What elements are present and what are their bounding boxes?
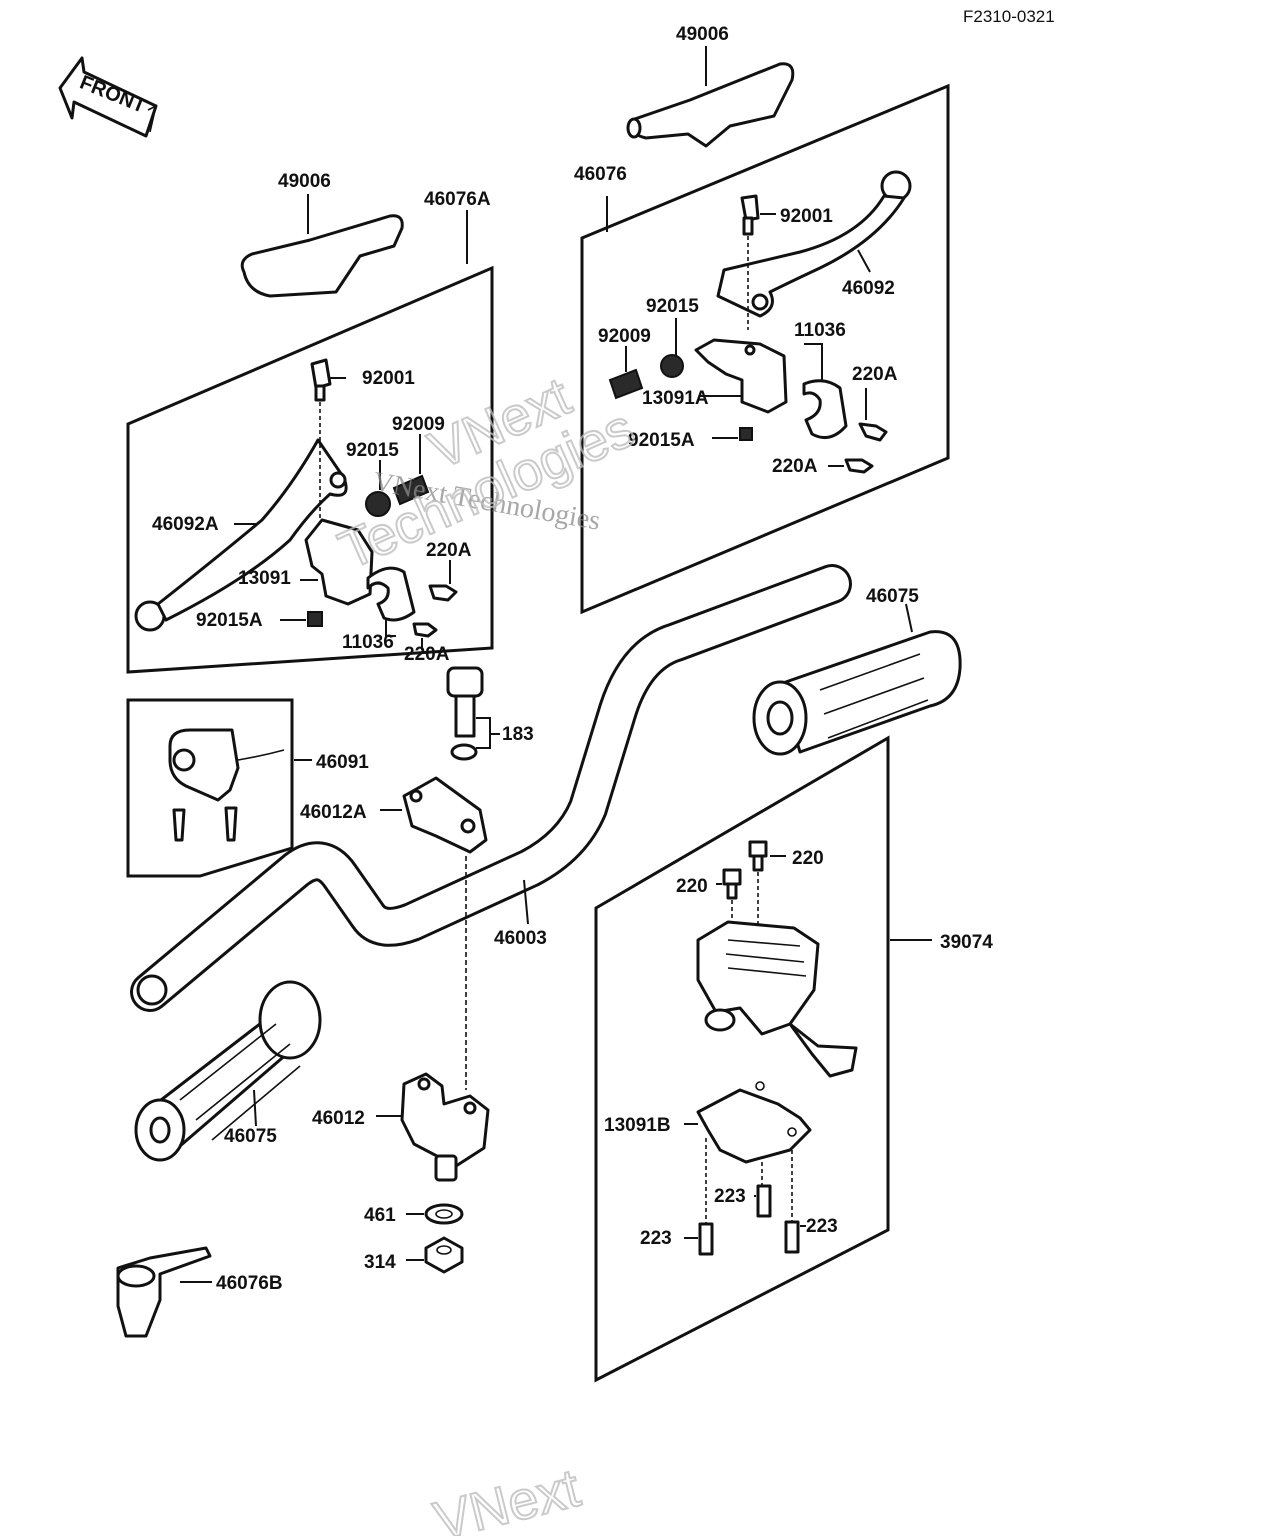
label-39074: 39074 <box>940 932 993 953</box>
label-46012A: 46012A <box>300 802 367 823</box>
label-220A-l2: 220A <box>404 644 450 665</box>
label-13091: 13091 <box>238 568 291 589</box>
grip-46075-right <box>752 603 962 756</box>
label-220-a: 220 <box>792 848 824 869</box>
front-arrow-icon: FRONT <box>58 56 158 138</box>
adjuster-92009-right <box>608 346 644 400</box>
label-223-c: 223 <box>806 1216 838 1237</box>
label-46003: 46003 <box>494 928 547 949</box>
label-92015A-left: 92015A <box>196 610 263 631</box>
washer-461 <box>406 1203 464 1225</box>
label-92001-right: 92001 <box>780 206 833 227</box>
label-92015-left: 92015 <box>346 440 399 461</box>
label-46075-left: 46075 <box>224 1126 277 1147</box>
label-183: 183 <box>502 724 534 745</box>
label-46092A: 46092A <box>152 514 219 535</box>
label-223-b: 223 <box>640 1228 672 1249</box>
label-49006-right: 49006 <box>676 24 729 45</box>
diagram-code: F2310-0321 <box>963 7 1055 26</box>
nut-92015A-right <box>712 427 753 441</box>
label-461: 461 <box>364 1205 396 1226</box>
lever-46092A <box>134 438 348 632</box>
switch-46091 <box>168 728 312 842</box>
label-46075-right: 46075 <box>866 586 919 607</box>
label-92009-left: 92009 <box>392 414 445 435</box>
label-92009-right: 92009 <box>598 326 651 347</box>
label-13091A: 13091A <box>642 388 709 409</box>
screws-220A-left <box>412 560 458 650</box>
lever-46092 <box>716 170 912 318</box>
screws-223 <box>684 1184 806 1256</box>
throttle-39074 <box>696 920 858 1078</box>
label-220A-r1: 220A <box>852 364 898 385</box>
label-223-a: 223 <box>714 1186 746 1207</box>
label-49006-left: 49006 <box>278 171 331 192</box>
clamp-46012 <box>376 1072 490 1182</box>
grip-46075-left <box>134 980 322 1162</box>
label-46091: 46091 <box>316 752 369 773</box>
label-46076B: 46076B <box>216 1273 283 1294</box>
bolt-92001-left <box>310 358 346 520</box>
frame-46091 <box>126 698 294 878</box>
nut-92015A-left <box>280 611 323 627</box>
label-220A-l1: 220A <box>426 540 472 561</box>
label-92015A-right: 92015A <box>628 430 695 451</box>
label-11036-right: 11036 <box>794 320 846 341</box>
adjuster-92009-left <box>392 434 430 506</box>
adjuster-92015-left <box>365 460 391 517</box>
label-92015-right: 92015 <box>646 296 699 317</box>
label-220-b: 220 <box>676 876 708 897</box>
frame-46076A <box>126 265 494 674</box>
label-314: 314 <box>364 1252 396 1273</box>
clamp-46012A <box>380 776 488 1090</box>
label-46076A: 46076A <box>424 189 491 210</box>
bolt-92001-right <box>740 194 776 330</box>
bracket-13091A <box>694 338 848 440</box>
svg-text:VNext: VNext <box>428 1458 585 1536</box>
label-220A-r2: 220A <box>772 456 818 477</box>
part-46076B <box>116 1246 212 1338</box>
screws-220A-right <box>828 388 888 474</box>
nut-314 <box>406 1236 464 1274</box>
frame-39074 <box>594 735 890 1383</box>
lever-cover-right <box>626 46 795 148</box>
label-13091B: 13091B <box>604 1115 671 1136</box>
handlebar-46003 <box>130 564 852 1012</box>
frame-46076 <box>580 83 950 615</box>
bracket-13091B <box>684 1081 812 1228</box>
lever-cover-left <box>240 194 404 298</box>
label-92001-left: 92001 <box>362 368 415 389</box>
adjuster-92015-right <box>660 318 684 378</box>
label-11036-left: 11036 <box>342 632 394 653</box>
label-46076: 46076 <box>574 164 627 185</box>
label-46092: 46092 <box>842 278 895 299</box>
bracket-13091 <box>300 518 416 637</box>
bolt-183 <box>446 666 500 761</box>
label-46012: 46012 <box>312 1108 365 1129</box>
